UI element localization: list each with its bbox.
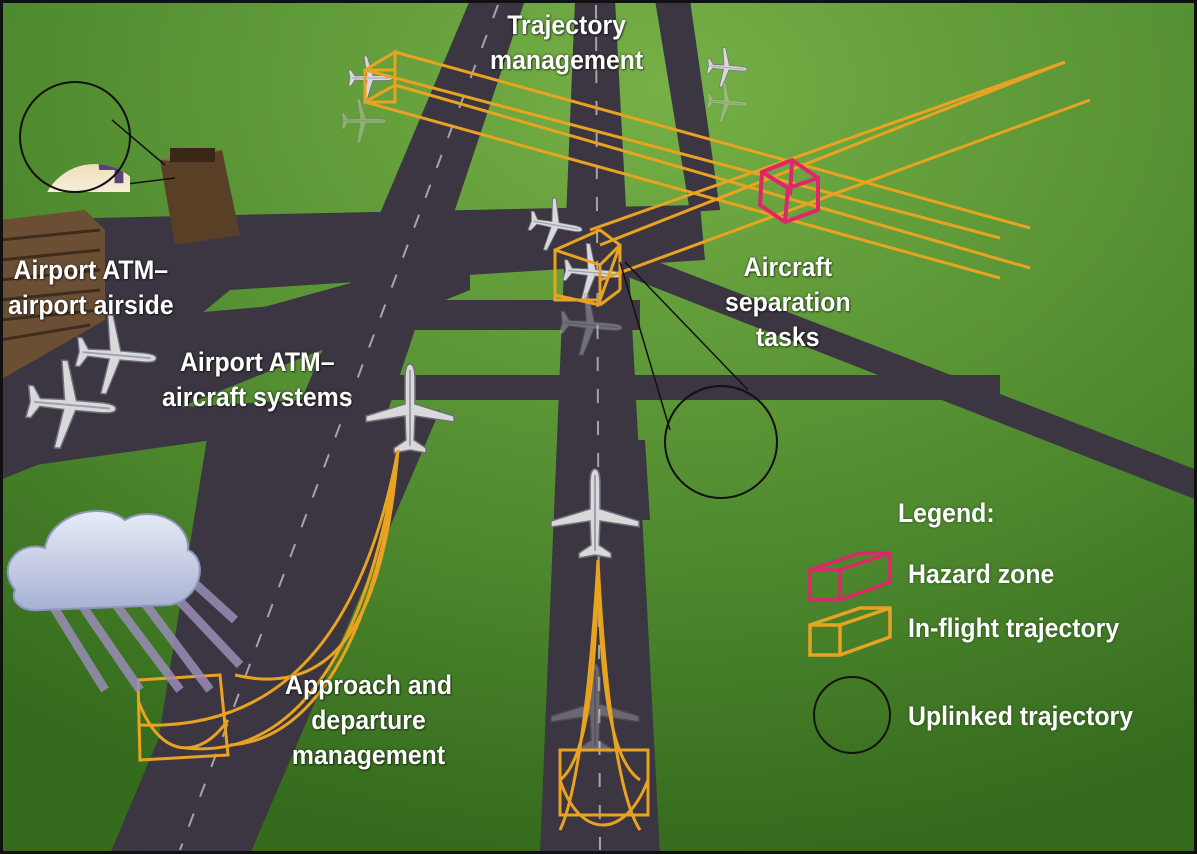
label-separation-tasks: Aircraft separation tasks bbox=[725, 252, 851, 352]
controller-icon bbox=[813, 676, 891, 754]
legend-item-hazard-zone: Hazard zone bbox=[908, 559, 1055, 589]
approach-paths bbox=[136, 449, 650, 831]
storm-cloud bbox=[6, 510, 244, 693]
pink-box-icon bbox=[808, 551, 892, 602]
terminal bbox=[0, 210, 105, 380]
legend-item-in-flight-trajectory: In-flight trajectory bbox=[908, 613, 1120, 643]
controller-portrait-separation bbox=[664, 385, 778, 499]
label-aircraft-systems: Airport ATM– aircraft systems bbox=[162, 347, 353, 412]
orange-box-icon bbox=[808, 606, 892, 657]
legend-item-uplinked-trajectory: Uplinked trajectory bbox=[908, 701, 1134, 731]
hazard-zone bbox=[757, 157, 820, 225]
label-airport-airside: Airport ATM– airport airside bbox=[8, 255, 174, 320]
trajectory-beams bbox=[363, 49, 1091, 307]
controller-portrait-tower bbox=[19, 81, 131, 193]
label-trajectory-management: Trajectory management bbox=[490, 10, 644, 75]
legend-title: Legend: bbox=[898, 498, 995, 528]
label-approach-departure: Approach and departure management bbox=[285, 670, 452, 770]
control-tower bbox=[160, 148, 240, 245]
